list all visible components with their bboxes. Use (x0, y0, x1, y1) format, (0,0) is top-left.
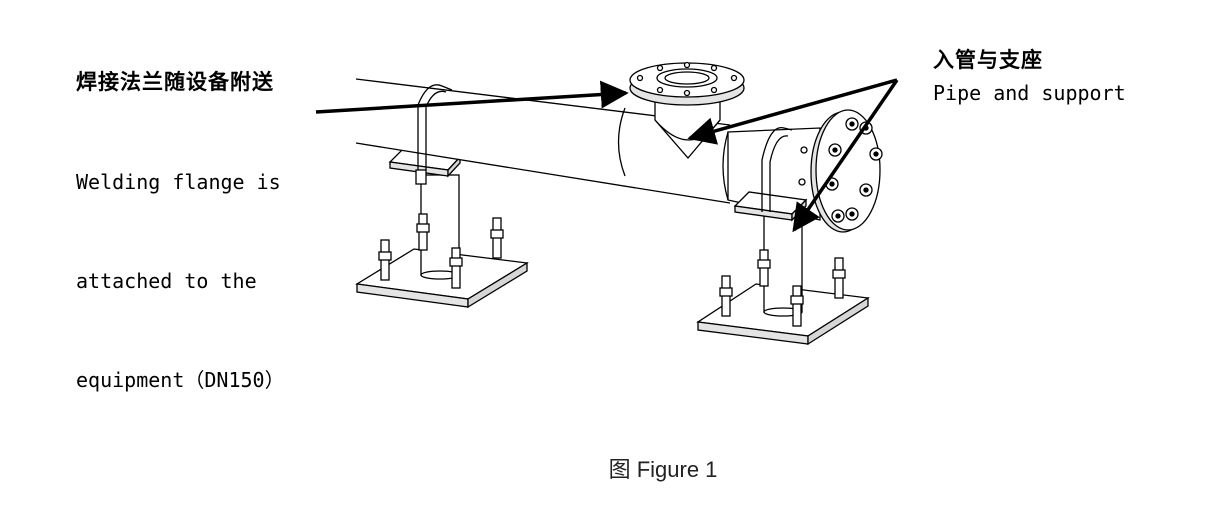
figure-caption: 图 Figure 1 (0, 452, 1206, 484)
support-label-en: Pipe and support (933, 81, 1126, 105)
left-anchor-bolts (378, 213, 504, 289)
arrow-to-tee (687, 78, 898, 145)
arrow-to-flange (315, 80, 629, 114)
flange-label-en-line: attached to the (76, 269, 257, 293)
left-support-post (420, 174, 460, 280)
leader-arrows (315, 78, 899, 233)
flange-label-en-line: equipment（DN150） (76, 368, 285, 392)
figure-caption-text: 图 Figure 1 (608, 457, 718, 482)
arrow-to-support (792, 79, 899, 233)
flange-label-en-line: Welding flange is (76, 170, 281, 194)
right-anchor-bolts (719, 249, 846, 327)
flange-label-cn: 焊接法兰随设备附送 (76, 69, 274, 94)
flange-label-en: Welding flange is attached to the equipm… (76, 100, 285, 430)
support-label-cn: 入管与支座 (933, 47, 1043, 72)
welding-flange (629, 61, 745, 106)
